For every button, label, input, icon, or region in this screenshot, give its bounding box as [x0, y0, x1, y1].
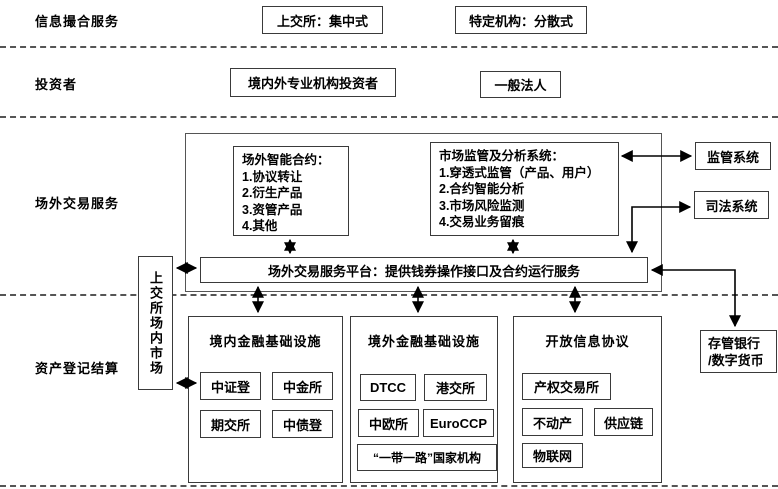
section-label-otc-trading: 场外交易服务	[35, 196, 120, 211]
box-real-estate: 不动产	[522, 408, 583, 436]
box-supply-chain: 供应链	[594, 408, 653, 436]
box-regulatory-system: 监管系统	[695, 142, 771, 170]
box-otc-smart-contract: 场外智能合约： 1.协议转让 2.衍生产品 3.资管产品 4.其他	[233, 146, 349, 236]
divider-1	[0, 46, 778, 48]
smart-contract-item: 2.衍生产品	[242, 186, 303, 200]
box-cffex: 中金所	[272, 372, 333, 400]
section-label-info-matching: 信息撮合服务	[35, 14, 120, 29]
overseas-title: 境外金融基础设施	[367, 334, 480, 349]
market-supervision-title: 市场监管及分析系统：	[439, 149, 565, 163]
market-supervision-item: 4.交易业务留痕	[439, 215, 525, 229]
divider-4	[0, 485, 778, 487]
box-custodian-bank: 存管银行 /数字货币	[700, 330, 777, 373]
box-csdc: 中证登	[200, 372, 261, 400]
box-ccdc: 中债登	[272, 410, 333, 438]
box-hkex: 港交所	[424, 374, 487, 401]
divider-3	[0, 294, 778, 296]
divider-2	[0, 116, 778, 118]
box-otc-platform: 场外交易服务平台：提供钱券操作接口及合约运行服务	[200, 257, 648, 283]
box-euroccp: EuroCCP	[423, 409, 494, 437]
arrow-platform-custodian	[650, 264, 741, 328]
box-sse-centralized: 上交所：集中式	[262, 6, 383, 34]
box-sse-onsite-market: 上交所场内市场	[138, 256, 173, 390]
custodian-line-1: 存管银行	[708, 335, 761, 351]
box-equity-exchange: 产权交易所	[522, 373, 611, 400]
market-supervision-item: 1.穿透式监管（产品、用户）	[439, 165, 600, 180]
box-professional-investors: 境内外专业机构投资者	[230, 68, 396, 97]
box-iot: 物联网	[522, 443, 583, 468]
smart-contract-item: 3.资管产品	[242, 202, 303, 217]
smart-contract-item: 1.协议转让	[242, 169, 303, 184]
market-supervision-item: 2.合约智能分析	[439, 182, 525, 196]
smart-contract-item: 4.其他	[242, 219, 278, 233]
section-label-investors: 投资者	[35, 77, 78, 92]
box-market-supervision: 市场监管及分析系统： 1.穿透式监管（产品、用户） 2.合约智能分析 3.市场风…	[430, 142, 619, 236]
box-dtcc: DTCC	[360, 374, 416, 401]
box-general-legal-person: 一般法人	[480, 71, 561, 98]
smart-contract-title: 场外智能合约：	[242, 153, 330, 167]
box-belt-and-road: “一带一路”国家机构	[357, 444, 497, 471]
box-specific-institution-decentralized: 特定机构：分散式	[455, 6, 587, 34]
market-supervision-item: 3.市场风险监测	[439, 198, 525, 213]
open-protocol-title: 开放信息协议	[545, 334, 630, 349]
domestic-title: 境内金融基础设施	[209, 334, 322, 349]
box-judicial-system: 司法系统	[694, 191, 769, 219]
box-futures-exchange: 期交所	[200, 410, 261, 438]
box-ceinex: 中欧所	[358, 409, 419, 437]
section-label-asset-registration: 资产登记结算	[35, 361, 120, 376]
custodian-line-2: /数字货币	[708, 352, 764, 368]
